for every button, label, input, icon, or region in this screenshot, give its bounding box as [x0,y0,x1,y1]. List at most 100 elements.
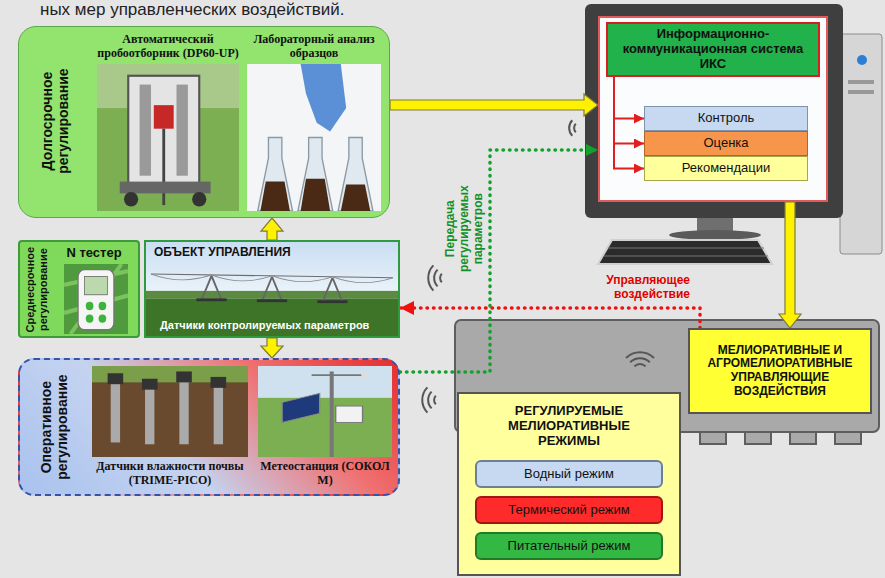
keyboard [604,248,768,256]
weather-station-photo [361,372,369,377]
flow-arrow [779,202,801,328]
irrigation-photo [146,298,398,336]
wireless-signal [422,387,427,412]
weather-station-photo [312,374,366,376]
flow-arrow [390,94,598,116]
photo-caption: Метеостанция (СОКОЛ М) [258,460,392,488]
data-link [400,150,598,372]
flow-arrow [261,338,283,358]
soil-sensor-photo [211,377,227,388]
lab-photo [258,138,293,212]
lab-photo [301,64,347,132]
wireless-signal [428,392,431,409]
wireless-signal [434,270,437,287]
soil-sensor-photo [92,366,248,457]
monitor [669,230,761,240]
soil-sensor-photo [176,371,192,382]
wireless-signal [434,396,436,404]
n-tester-photo [78,270,114,330]
wireless-signal [422,120,654,412]
screen-panel: Информационно-коммуникационная система И… [598,16,828,202]
sampler-photo [177,85,188,176]
weather-station-photo [258,366,392,457]
heading-fragment: ных мер управленческих воздействий. [40,0,460,20]
sampler-photo [97,64,239,211]
sampler-photo [120,182,211,194]
sampler-photo [97,64,239,211]
function-box: Оценка [644,131,808,156]
computer-tower [848,90,874,94]
irrigation-photo [257,299,287,302]
function-label: Оценка [648,136,804,151]
box-title: РЕГУЛИРУЕМЫЕ МЕЛИОРАТИВНЫЕ РЕЖИМЫ [494,404,644,449]
actions-box: МЕЛИОРАТИВНЫЕ И АГРОМЕЛИОРАТИВНЫЕ УПРАВЛ… [688,328,872,414]
sampler-photo [140,85,151,176]
wireless-signal [428,265,433,290]
irrigation-photo [317,300,347,303]
irrigation-photo [146,291,398,299]
regime-label: Водный режим [480,467,658,482]
function-label: Контроль [648,111,804,126]
computer-tower [840,34,882,254]
box-title: ОБЪЕКТ УПРАВЛЕНИЯ [154,246,354,260]
soil-sensor-photo [214,382,223,444]
panel-heading: Среднесрочное регулирование [24,244,49,334]
sampler-photo [162,129,165,205]
photo-panel: Лабораторный анализ образцов [245,33,383,213]
soil-sensor-photo [145,384,154,444]
monitor [585,4,843,240]
operational-panel: Оперативное регулирование Датчики влажно… [18,358,400,496]
weather-station-photo [258,366,392,398]
function-label: Рекомендации [648,161,804,176]
soil-sensor-photo [142,379,158,390]
n-tester-photo [86,302,94,310]
soil-sensor-photo [179,377,188,444]
control-link [400,308,700,328]
long-term-panel: Долгосрочное регулирование Автоматически… [18,26,390,218]
mid-term-panel: Среднесрочное регулирование N тестер [18,240,140,338]
photo-caption: Лабораторный анализ образцов [247,33,381,61]
lab-photo [338,138,373,212]
keyboard [598,240,772,264]
irrigation-photo [201,276,342,302]
n-tester-photo [64,264,128,334]
regime-label: Термический режим [480,503,658,518]
panel-heading: Оперативное регулирование [38,365,70,489]
control-object-box: ОБЪЕКТ УПРАВЛЕНИЯ Датчики контролируемых … [144,240,400,338]
soil-sensor-photo [108,373,124,384]
photo-caption: Датчики влажности почвы (TRIME-PICO) [92,460,248,488]
wireless-signal [574,124,576,132]
soil-sensor-photo [92,366,248,457]
wireless-signal [626,352,654,358]
wireless-signal [440,274,442,282]
device-name: N тестер [54,246,134,261]
box-caption: Датчики контролируемых параметров [160,319,392,332]
monitor [598,16,828,202]
weather-station-photo [336,406,363,422]
weather-station-photo [330,371,334,457]
signal-arrow [614,77,644,144]
lab-photo [298,138,333,212]
weather-station-photo [282,393,320,422]
computer-tower [857,55,867,65]
sampler-photo [192,192,206,207]
computer-tower [840,34,882,254]
flow-arrow [261,218,283,240]
soil-sensor-photo [111,379,120,443]
box-title: МЕЛИОРАТИВНЫЕ И АГРОМЕЛИОРАТИВНЫЕ УПРАВЛ… [698,344,862,399]
signal-arrow [614,77,644,169]
irrigation-photo [146,242,398,298]
photo-panel: Датчики влажности почвы (TRIME-PICO) [90,364,250,492]
monitor [697,218,733,232]
keyboard [598,240,772,264]
lab-photo [341,185,370,211]
n-tester-photo [86,314,94,322]
photo-caption: Автоматический пробоотборник (DP60-UP) [97,33,239,61]
lab-photo [301,179,330,211]
wireless-signal [569,120,572,135]
regime-box: Питательный режим [475,532,663,560]
n-tester-photo [64,264,128,334]
regime-box: Термический режим [475,496,663,524]
